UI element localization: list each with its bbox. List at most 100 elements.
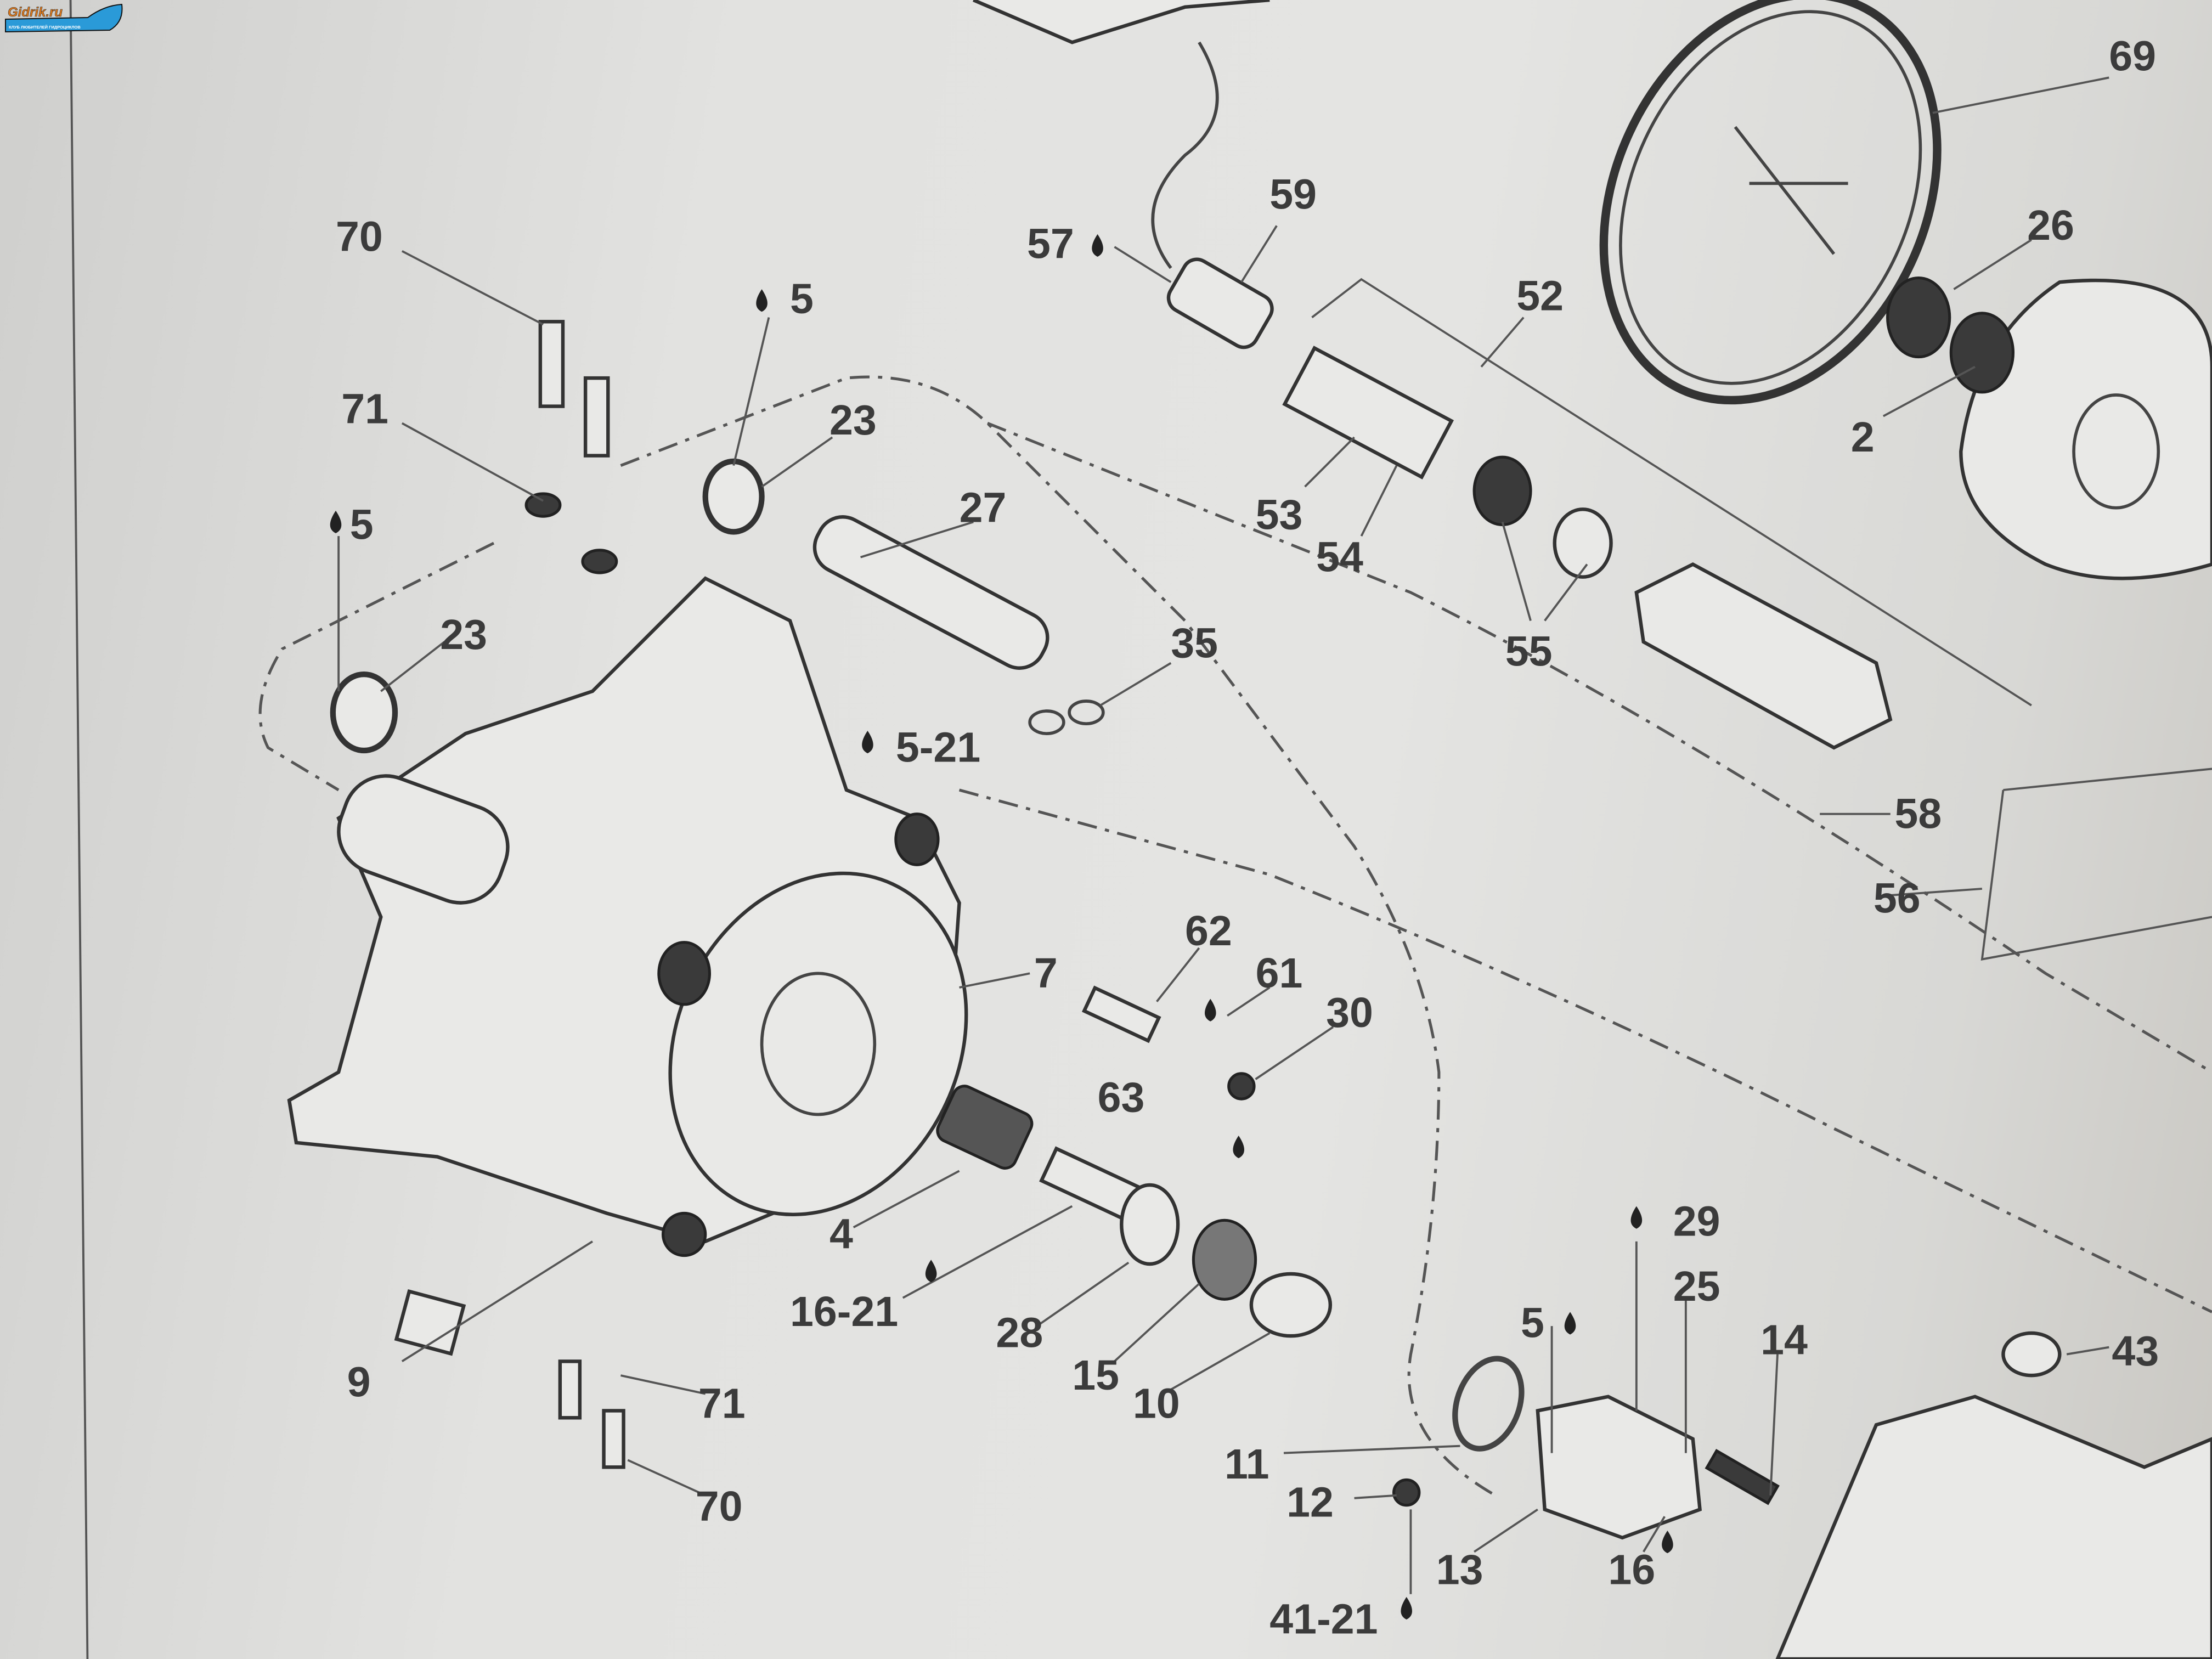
label-23-a: 23 [830,397,877,444]
lubricant-drop-icon [1205,998,1216,1022]
label-28: 28 [996,1310,1043,1357]
box-56 [1980,768,2212,961]
bearing-2 [1949,312,2015,394]
washer-28 [1120,1183,1180,1266]
cap-43 [2001,1331,2062,1378]
lubricant-drop-icon [1564,1312,1576,1335]
label-59: 59 [1269,171,1317,218]
lubricant-drop-icon [1401,1596,1412,1620]
label-13: 13 [1436,1547,1483,1594]
label-41-21: 41-21 [1269,1596,1378,1643]
cable [1151,41,1219,269]
lubricant-drop-icon [330,510,342,533]
label-57: 57 [1027,221,1074,268]
washer-71b [581,549,618,574]
bolt-70d [602,1409,625,1469]
label-10: 10 [1133,1380,1180,1427]
label-11: 11 [1224,1441,1269,1488]
mount-hole-2 [894,812,940,866]
bolt-70b [583,376,610,458]
svg-text:КЛУБ ЛЮБИТЕЛЕЙ ГИДРОЦИКЛОВ: КЛУБ ЛЮБИТЕЛЕЙ ГИДРОЦИКЛОВ [9,25,81,30]
label-2: 2 [1851,414,1875,461]
label-5-a: 5 [790,275,814,323]
lubricant-drop-icon [1662,1531,1673,1554]
label-35: 35 [1171,619,1218,667]
bearing-26 [1886,276,1951,359]
label-54: 54 [1316,533,1363,580]
label-62: 62 [1185,907,1232,955]
lower-housing [1775,1395,2212,1659]
lubricant-drop-icon [862,731,873,754]
bushing-55b [1553,507,1613,579]
label-12: 12 [1286,1479,1334,1526]
label-16-21: 16-21 [790,1288,898,1335]
label-61: 61 [1256,950,1303,997]
label-23-b: 23 [440,611,487,658]
nut-4 [936,1085,1034,1170]
cover-13 [1536,1395,1702,1540]
label-63: 63 [1098,1074,1145,1121]
label-70-bottom: 70 [696,1483,743,1530]
o-ring-35b [1068,699,1105,725]
label-71-top: 71 [341,385,388,432]
svg-text:Gidrik.ru: Gidrik.ru [8,5,63,20]
housing-bore [760,972,877,1116]
lubricant-drop-icon [1233,1136,1244,1159]
label-27: 27 [960,484,1007,531]
plug-12 [1392,1478,1421,1507]
label-7: 7 [1034,950,1058,997]
cap-10 [1249,1272,1333,1338]
label-30: 30 [1326,989,1373,1036]
bushing-23b [330,672,398,754]
label-16: 16 [1608,1547,1655,1594]
bolt-62 [1081,985,1161,1043]
label-70-top: 70 [336,213,383,261]
top-part [973,0,1270,44]
gidrik-watermark-logo: Gidrik.ru КЛУБ ЛЮБИТЕЛЕЙ ГИДРОЦИКЛОВ [5,3,123,33]
shaft-53 [1282,346,1454,479]
label-5-c: 5 [1521,1300,1544,1347]
seal-ring-69-inner [1619,10,1922,385]
label-52: 52 [1516,273,1564,320]
label-15: 15 [1072,1352,1119,1399]
washer-71a [524,492,562,518]
label-14: 14 [1760,1317,1808,1364]
ring-leader [1734,126,1848,255]
label-69: 69 [2109,33,2156,80]
o-ring-11 [1452,1356,1525,1452]
assembly-outline-top [958,788,2212,1313]
lubricant-drop-icon [756,289,768,312]
assembly-outline-main [620,375,1496,1497]
bearing-15 [1192,1218,1257,1301]
label-29: 29 [1673,1198,1720,1245]
bolt-70c [558,1359,582,1420]
block-9 [394,1289,466,1356]
label-5-b: 5 [350,501,374,548]
leader-lines [337,76,2109,1594]
bracket-assembly [1634,562,1893,750]
seal-ring-69 [1599,0,1942,405]
assembly-outline-left [258,541,495,792]
mount-hole [662,1211,707,1257]
lubricant-drop-icon [1630,1206,1643,1229]
lubricant-drop-icon [1092,234,1103,257]
bushing-23a [702,458,765,535]
label-4: 4 [830,1211,853,1258]
seal-55a [1472,455,1532,527]
o-ring-35a [1028,709,1065,735]
nut-30 [1227,1072,1256,1101]
part-number-labels: 70 71 5 5 23 23 27 35 5-21 7 62 61 30 63… [330,33,2159,1643]
assembly-outline-right [987,422,2212,1074]
lubricant-drop-icon [925,1260,937,1283]
label-25: 25 [1673,1263,1720,1310]
bolt-14 [1705,1449,1780,1505]
label-55: 55 [1505,628,1553,675]
label-43: 43 [2112,1328,2159,1375]
housing-port [657,941,712,1006]
label-9: 9 [347,1359,371,1406]
impeller-hub [2072,393,2160,510]
label-53: 53 [1256,491,1303,538]
bracket-52 [1311,278,2032,707]
